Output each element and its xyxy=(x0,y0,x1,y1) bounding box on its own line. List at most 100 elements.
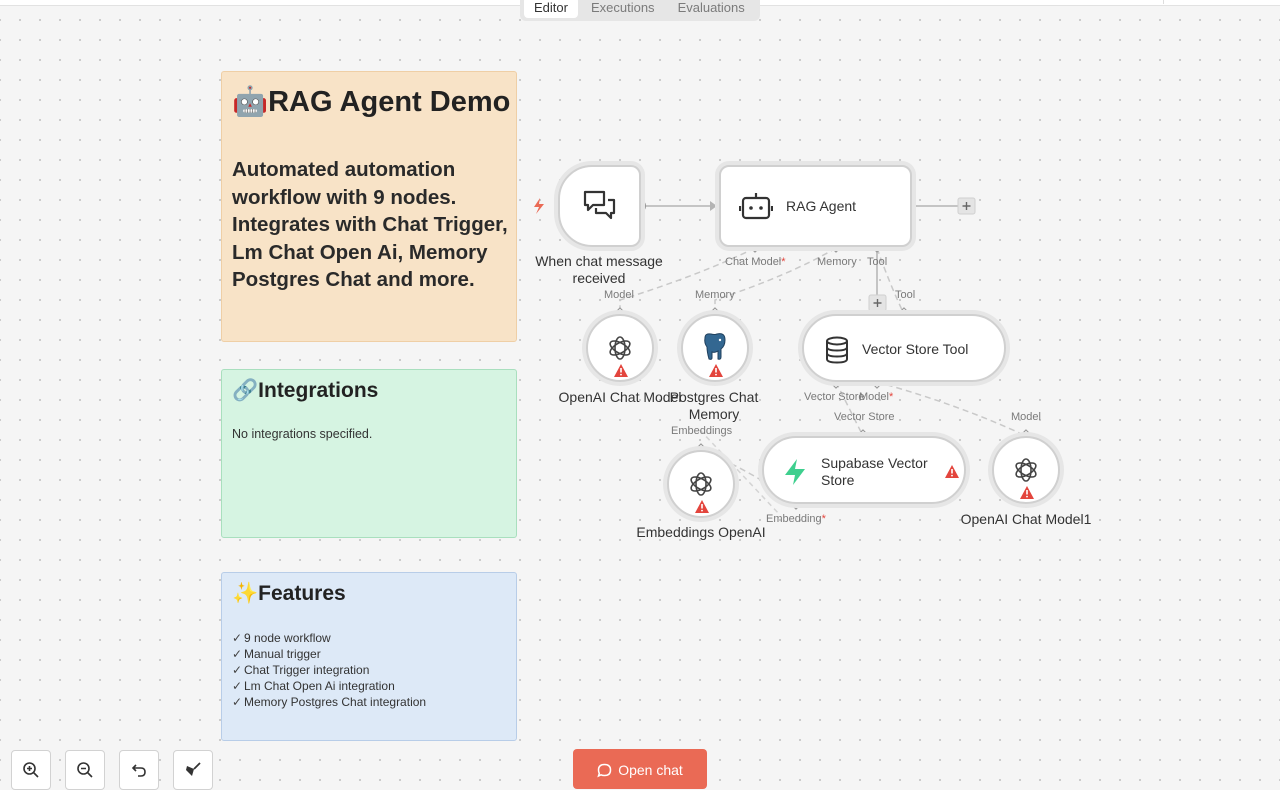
handle-label-embedding: Embedding* xyxy=(766,513,826,525)
undo-button[interactable] xyxy=(119,750,159,790)
features-list: ✓9 node workflow ✓Manual trigger ✓Chat T… xyxy=(232,630,426,710)
handle-label-memory: Memory xyxy=(817,256,857,268)
handle-label-tool-target: Tool xyxy=(895,289,916,301)
required-mark: * xyxy=(821,513,826,525)
openai-icon xyxy=(1015,458,1037,482)
connection-vector-store[interactable] xyxy=(835,381,864,437)
sticky-overview-title: 🤖RAG Agent Demo xyxy=(232,84,510,119)
handle-label-embeddings: Embeddings xyxy=(671,425,733,437)
handle-label-vector-store: Vector Store xyxy=(804,391,865,403)
chat-bubbles-icon xyxy=(583,190,616,220)
zoom-out-button[interactable] xyxy=(65,750,105,790)
open-chat-label: Open chat xyxy=(618,762,683,778)
node-label: OpenAI Chat Model xyxy=(558,389,682,405)
node-supabase-vector-store[interactable]: Supabase Vector Store xyxy=(762,436,966,504)
handle-label-model-target: Model xyxy=(1011,411,1041,423)
tidy-up-button[interactable] xyxy=(173,750,213,790)
arrow-head xyxy=(710,201,717,211)
openai-icon xyxy=(690,472,712,496)
chat-bubble-icon xyxy=(597,763,612,777)
node-openai-chat-model[interactable] xyxy=(586,314,654,382)
handle-text: Chat Model xyxy=(725,256,782,268)
list-item: ✓Chat Trigger integration xyxy=(232,662,426,678)
check-icon: ✓ xyxy=(232,663,243,677)
warning-icon xyxy=(695,500,709,513)
node-title: RAG Agent xyxy=(786,198,857,214)
warning-icon xyxy=(614,364,628,377)
zoom-out-icon xyxy=(77,762,93,778)
check-icon: ✓ xyxy=(232,695,243,709)
handle-label-chat-model: Chat Model* xyxy=(725,256,786,268)
handle-label-tool: Tool xyxy=(867,256,888,268)
handle-text: Embedding xyxy=(766,513,822,525)
add-node-button[interactable] xyxy=(957,197,976,215)
required-mark: * xyxy=(781,256,786,268)
connection-memory[interactable] xyxy=(714,247,837,314)
node-label: When chat message received xyxy=(535,253,663,286)
feature-text: Chat Trigger integration xyxy=(244,663,370,677)
connection-chat-model[interactable] xyxy=(619,247,756,314)
node-label: Embeddings OpenAI xyxy=(636,524,766,540)
sticky-features-title: ✨Features xyxy=(232,581,346,606)
connection-model[interactable] xyxy=(876,381,1027,437)
handle-text: Model xyxy=(859,391,889,403)
tab-executions[interactable]: Executions xyxy=(590,0,655,15)
openai-icon xyxy=(609,336,631,360)
node-vector-store-tool[interactable]: Vector Store Tool xyxy=(802,314,1006,382)
list-item: ✓Memory Postgres Chat integration xyxy=(232,694,426,710)
supabase-icon xyxy=(785,459,805,485)
handle-label-model: Model xyxy=(604,289,634,301)
sticky-features-title-text: Features xyxy=(258,582,346,605)
node-label: OpenAI Chat Model1 xyxy=(960,511,1092,527)
sticky-note-overview[interactable]: 🤖RAG Agent Demo Automated automation wor… xyxy=(221,71,517,342)
add-tool-button[interactable] xyxy=(868,294,887,312)
node-embeddings-openai[interactable] xyxy=(667,450,735,518)
warning-icon xyxy=(945,465,959,478)
handle-label-vector-store-target: Vector Store xyxy=(834,411,895,423)
feature-text: Manual trigger xyxy=(244,647,321,661)
zoom-in-icon xyxy=(23,762,39,778)
tab-editor[interactable]: Editor xyxy=(524,0,578,18)
trigger-bolt-icon xyxy=(534,198,544,214)
sticky-note-integrations[interactable]: 🔗Integrations No integrations specified. xyxy=(221,369,517,538)
sticky-integrations-title: 🔗Integrations xyxy=(232,378,378,403)
check-icon: ✓ xyxy=(232,679,243,693)
sticky-integrations-body: No integrations specified. xyxy=(232,427,373,441)
connection-tool[interactable] xyxy=(876,247,905,315)
sticky-overview-body: Automated automation workflow with 9 nod… xyxy=(232,158,508,291)
handle-label-model: Model* xyxy=(859,391,893,403)
node-title: Vector Store Tool xyxy=(862,341,969,357)
sticky-integrations-title-text: Integrations xyxy=(258,379,379,402)
warning-icon xyxy=(709,364,723,377)
handle-label-memory-target: Memory xyxy=(695,289,735,301)
sticky-overview-title-text: RAG Agent Demo xyxy=(268,86,511,118)
node-postgres-chat-memory[interactable] xyxy=(681,314,749,382)
list-item: ✓9 node workflow xyxy=(232,630,426,646)
database-icon xyxy=(826,336,848,364)
check-icon: ✓ xyxy=(232,631,243,645)
tab-evaluations[interactable]: Evaluations xyxy=(677,0,745,15)
node-title: Supabase Vector Store xyxy=(821,455,928,488)
feature-text: Lm Chat Open Ai integration xyxy=(244,679,395,693)
robot-icon: 🤖 xyxy=(232,84,269,118)
node-label: Postgres Chat Memory xyxy=(669,389,759,422)
node-rag-agent[interactable]: RAG Agent xyxy=(719,165,912,247)
list-item: ✓Manual trigger xyxy=(232,646,426,662)
node-openai-chat-model1[interactable] xyxy=(992,436,1060,504)
sticky-note-features[interactable]: ✨Features ✓9 node workflow ✓Manual trigg… xyxy=(221,572,517,741)
top-bar-divider xyxy=(1163,0,1164,4)
view-tabs: Editor Executions Evaluations xyxy=(520,0,760,21)
list-item: ✓Lm Chat Open Ai integration xyxy=(232,678,426,694)
zoom-in-button[interactable] xyxy=(11,750,51,790)
feature-text: 9 node workflow xyxy=(244,631,331,645)
open-chat-button[interactable]: Open chat xyxy=(573,749,707,789)
required-mark: * xyxy=(888,391,894,403)
node-chat-trigger[interactable] xyxy=(558,165,641,247)
undo-icon xyxy=(131,764,146,777)
feature-text: Memory Postgres Chat integration xyxy=(244,695,427,709)
connection-embedding-alt xyxy=(699,429,781,516)
robot-icon xyxy=(739,193,773,220)
sparkles-icon: ✨ xyxy=(232,581,259,605)
postgres-elephant-icon xyxy=(704,333,726,360)
link-icon: 🔗 xyxy=(232,378,259,402)
